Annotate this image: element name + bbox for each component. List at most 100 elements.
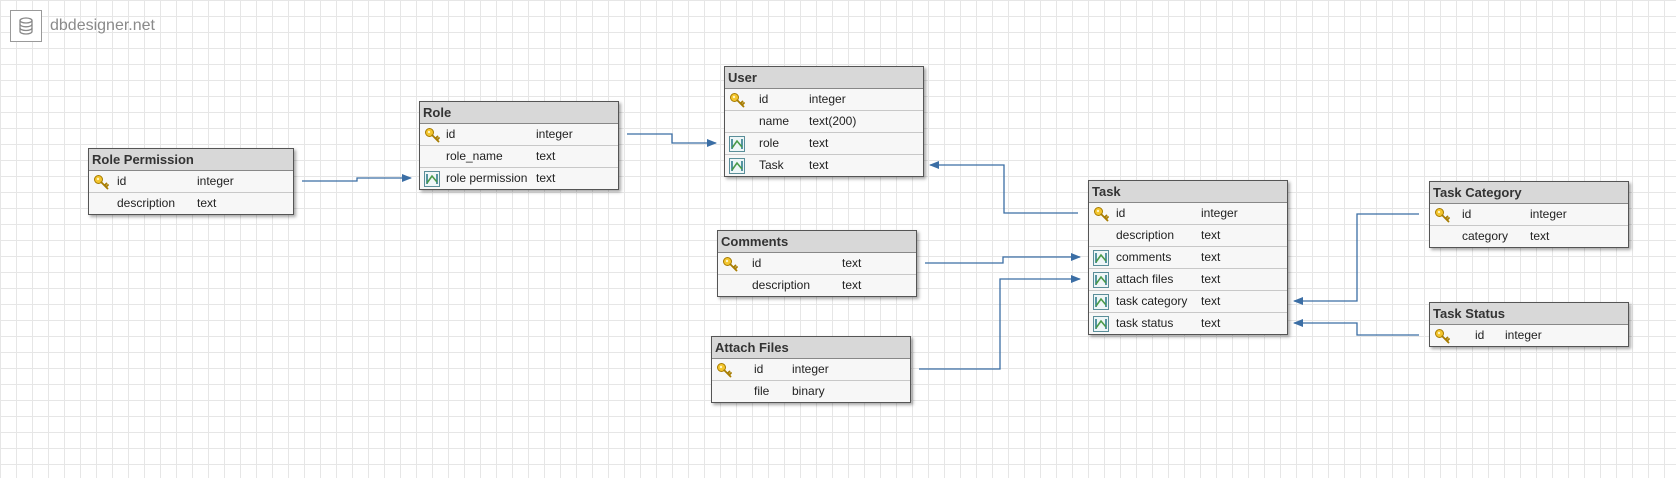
table-row[interactable]: task status text [1089,313,1287,334]
field-name: id [1462,207,1472,221]
table-row[interactable]: id integer [420,124,618,146]
field-name: role permission [446,171,528,185]
field-name: id [754,362,764,376]
relation-task-category-to-task[interactable] [1293,213,1419,305]
field-name: task status [1116,316,1174,330]
table-row[interactable]: role_name text [420,146,618,168]
relation-task-to-user[interactable] [929,161,1078,214]
field-name: description [752,278,811,292]
table-title[interactable]: Task Status [1430,303,1628,325]
table-row[interactable]: category text [1430,226,1628,247]
field-type: text [842,278,862,292]
field-name: Task [759,158,784,172]
key-icon [1434,328,1450,344]
field-name: name [759,114,790,128]
brand-name: dbdesigner.net [50,17,155,34]
field-type: text [536,171,556,185]
relation-comments-to-task[interactable] [925,253,1081,264]
table-title[interactable]: Attach Files [712,337,910,359]
field-type: integer [1505,328,1542,342]
foreign-key-icon [1093,272,1109,288]
table-title[interactable]: Task Category [1430,182,1628,204]
table-title[interactable]: Role Permission [89,149,293,171]
foreign-key-icon [729,158,745,174]
table-row[interactable]: description text [1089,225,1287,247]
relation-attach-files-to-task[interactable] [919,275,1081,370]
key-icon [729,92,745,108]
field-type: text [197,196,217,210]
key-icon [1093,206,1109,222]
table-row[interactable]: comments text [1089,247,1287,269]
field-type: text [809,136,829,150]
table-row[interactable]: id integer [1430,204,1628,226]
foreign-key-icon [729,136,745,152]
foreign-key-icon [1093,316,1109,332]
table-row[interactable]: description text [718,275,916,296]
field-name: description [117,196,176,210]
field-type: text [536,149,556,163]
key-icon [1434,207,1450,223]
table-task-category[interactable]: Task Category id integer category text [1429,181,1629,248]
table-title[interactable]: Comments [718,231,916,253]
foreign-key-icon [424,171,440,187]
field-type: text [1201,228,1221,242]
field-name: file [754,384,770,398]
key-icon [716,362,732,378]
relation-role-permission-to-role[interactable] [302,174,412,182]
relation-task-status-to-task[interactable] [1293,319,1419,336]
table-task[interactable]: Task id integer description text comments text… [1088,180,1288,335]
field-name: role [759,136,780,150]
field-type: text [1201,294,1221,308]
field-type: integer [536,127,573,141]
field-type: integer [792,362,829,376]
field-name: description [1116,228,1175,242]
relation-role-to-user[interactable] [627,133,717,147]
field-name: id [1116,206,1126,220]
key-icon [93,174,109,190]
field-name: role_name [446,149,503,163]
field-type: text [1201,250,1221,264]
table-title[interactable]: Role [420,102,618,124]
key-icon [424,127,440,143]
database-icon [10,10,42,42]
table-attach-files[interactable]: Attach Files id integer file binary [711,336,911,403]
brand[interactable]: dbdesigner.net [10,10,155,42]
table-row[interactable]: task category text [1089,291,1287,313]
table-title[interactable]: User [725,67,923,89]
table-row[interactable]: id integer [1089,203,1287,225]
field-type: integer [1201,206,1238,220]
field-type: text [1201,316,1221,330]
table-title[interactable]: Task [1089,181,1287,203]
table-row[interactable]: description text [89,193,293,214]
table-row[interactable]: attach files text [1089,269,1287,291]
field-name: attach files [1116,272,1174,286]
field-name: category [1462,229,1509,243]
field-type: text [1201,272,1221,286]
key-icon [722,256,738,272]
field-type: integer [1530,207,1567,221]
field-name: task category [1116,294,1188,308]
field-name: id [446,127,456,141]
table-row[interactable]: file binary [712,381,910,402]
table-row[interactable]: role permission text [420,168,618,189]
field-type: text [1530,229,1550,243]
table-row[interactable]: role text [725,133,923,155]
field-type: integer [197,174,234,188]
field-type: integer [809,92,846,106]
field-type: binary [792,384,825,398]
table-row[interactable]: id integer [712,359,910,381]
field-type: text [842,256,862,270]
field-name: comments [1116,250,1172,264]
